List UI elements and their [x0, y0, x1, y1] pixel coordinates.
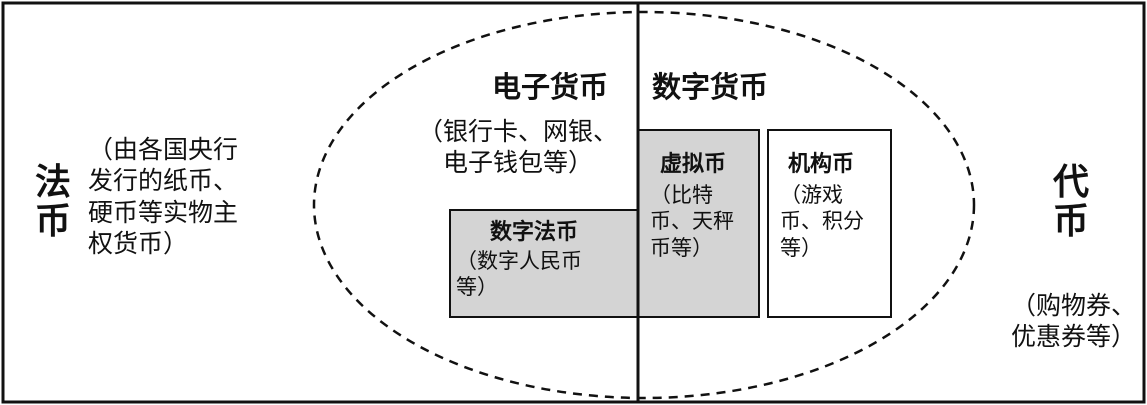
institutional-coin-box: [767, 129, 892, 318]
token-currency-label: 代 币: [1052, 162, 1089, 242]
virtual-coin-box: [637, 129, 760, 318]
electronic-money-examples: （银行卡、网银、 电子钱包等）: [417, 117, 618, 178]
digital-fiat-description: （数字人民币 等）: [456, 249, 582, 300]
fiat-currency-description: （由各国央行 发行的纸币、 硬币等实物主 权货币）: [88, 135, 239, 258]
fiat-currency-label: 法 币: [34, 162, 71, 242]
electronic-money-title: 电子货币: [492, 70, 609, 104]
digital-currency-title: 数字货币: [652, 70, 769, 104]
virtual-coin-title: 虚拟币: [660, 152, 727, 177]
institutional-coin-description: （游戏 币、积分 等）: [780, 183, 864, 260]
digital-fiat-title: 数字法币: [490, 220, 579, 245]
token-currency-description: （购物券、 优惠券等）: [1010, 291, 1136, 352]
institutional-coin-title: 机构币: [788, 152, 855, 177]
digital-fiat-box: [449, 209, 641, 318]
virtual-coin-description: （比特 币、天秤 币等）: [650, 183, 734, 260]
dashed-ellipse: [312, 10, 976, 400]
